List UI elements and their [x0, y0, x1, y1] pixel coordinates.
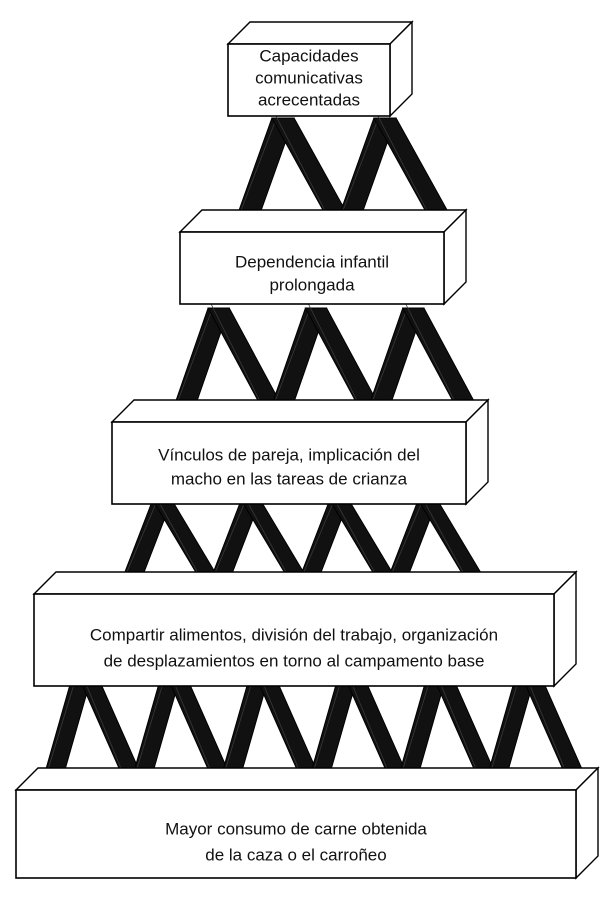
box-top-face: [110, 399, 490, 423]
zigzag-band-4: [39, 663, 593, 795]
level-box-5: Mayor consumo de carne obtenida de la caz…: [14, 766, 600, 880]
zigzag-strip-shade: [308, 671, 345, 787]
level-box-2: Dependencia infantil prolongada: [178, 208, 468, 306]
level-5-label-line: Mayor consumo de carne obtenida: [165, 819, 427, 838]
level-5-label-line: de la caza o el carroñeo: [205, 845, 386, 864]
level-1-label-line: comunicativas: [255, 68, 363, 87]
box-top-face: [226, 21, 414, 45]
level-1-label-line: acrecentadas: [258, 90, 360, 109]
zigzag-strip-shade: [269, 311, 309, 415]
zigzag-strip-shade: [219, 671, 256, 787]
level-2-label-line: prolongada: [269, 275, 355, 294]
level-box-1: Capacidades comunicativas acrecentadas: [226, 20, 414, 118]
zigzag-strip-shade: [131, 671, 167, 787]
level-box-3: Vínculos de pareja, implicación del macho…: [110, 398, 490, 506]
box-top-face: [14, 767, 600, 791]
zigzag-strip-shade: [42, 671, 79, 787]
box-front-face: [111, 421, 467, 505]
box-front-face: [179, 231, 445, 305]
level-1-label-line: Capacidades: [259, 46, 358, 65]
box-front-face: [33, 593, 555, 687]
level-4-label-line: Compartir alimentos, división del trabaj…: [90, 625, 498, 644]
zigzag-band-1: [231, 113, 459, 235]
zigzag-strip-shade: [234, 121, 276, 227]
zigzag-strip-shade: [172, 311, 212, 415]
zigzag-strip-shade: [336, 121, 378, 227]
level-box-4: Compartir alimentos, división del trabaj…: [32, 570, 578, 688]
level-3-label-line: macho en las tareas de crianza: [171, 469, 408, 488]
zigzag-band-2: [169, 303, 484, 423]
box-front-face: [227, 43, 391, 117]
zigzag-strip-shade: [397, 671, 433, 787]
zigzag-strip-shade: [367, 311, 407, 415]
box-top-face: [32, 571, 578, 595]
level-3-label-line: Vínculos de pareja, implicación del: [158, 445, 420, 464]
level-4-label-line: de desplazamientos en torno al campament…: [104, 651, 485, 670]
pyramid-boxes: Capacidades comunicativas acrecentadasDepe…: [14, 20, 600, 880]
zigzag-band-3: [117, 495, 493, 595]
level-2-label-line: Dependencia infantil: [235, 252, 389, 271]
box-top-face: [178, 209, 468, 233]
box-front-face: [15, 789, 577, 879]
zigzag-supports: [39, 113, 593, 795]
zigzag-strip-shade: [485, 671, 522, 787]
